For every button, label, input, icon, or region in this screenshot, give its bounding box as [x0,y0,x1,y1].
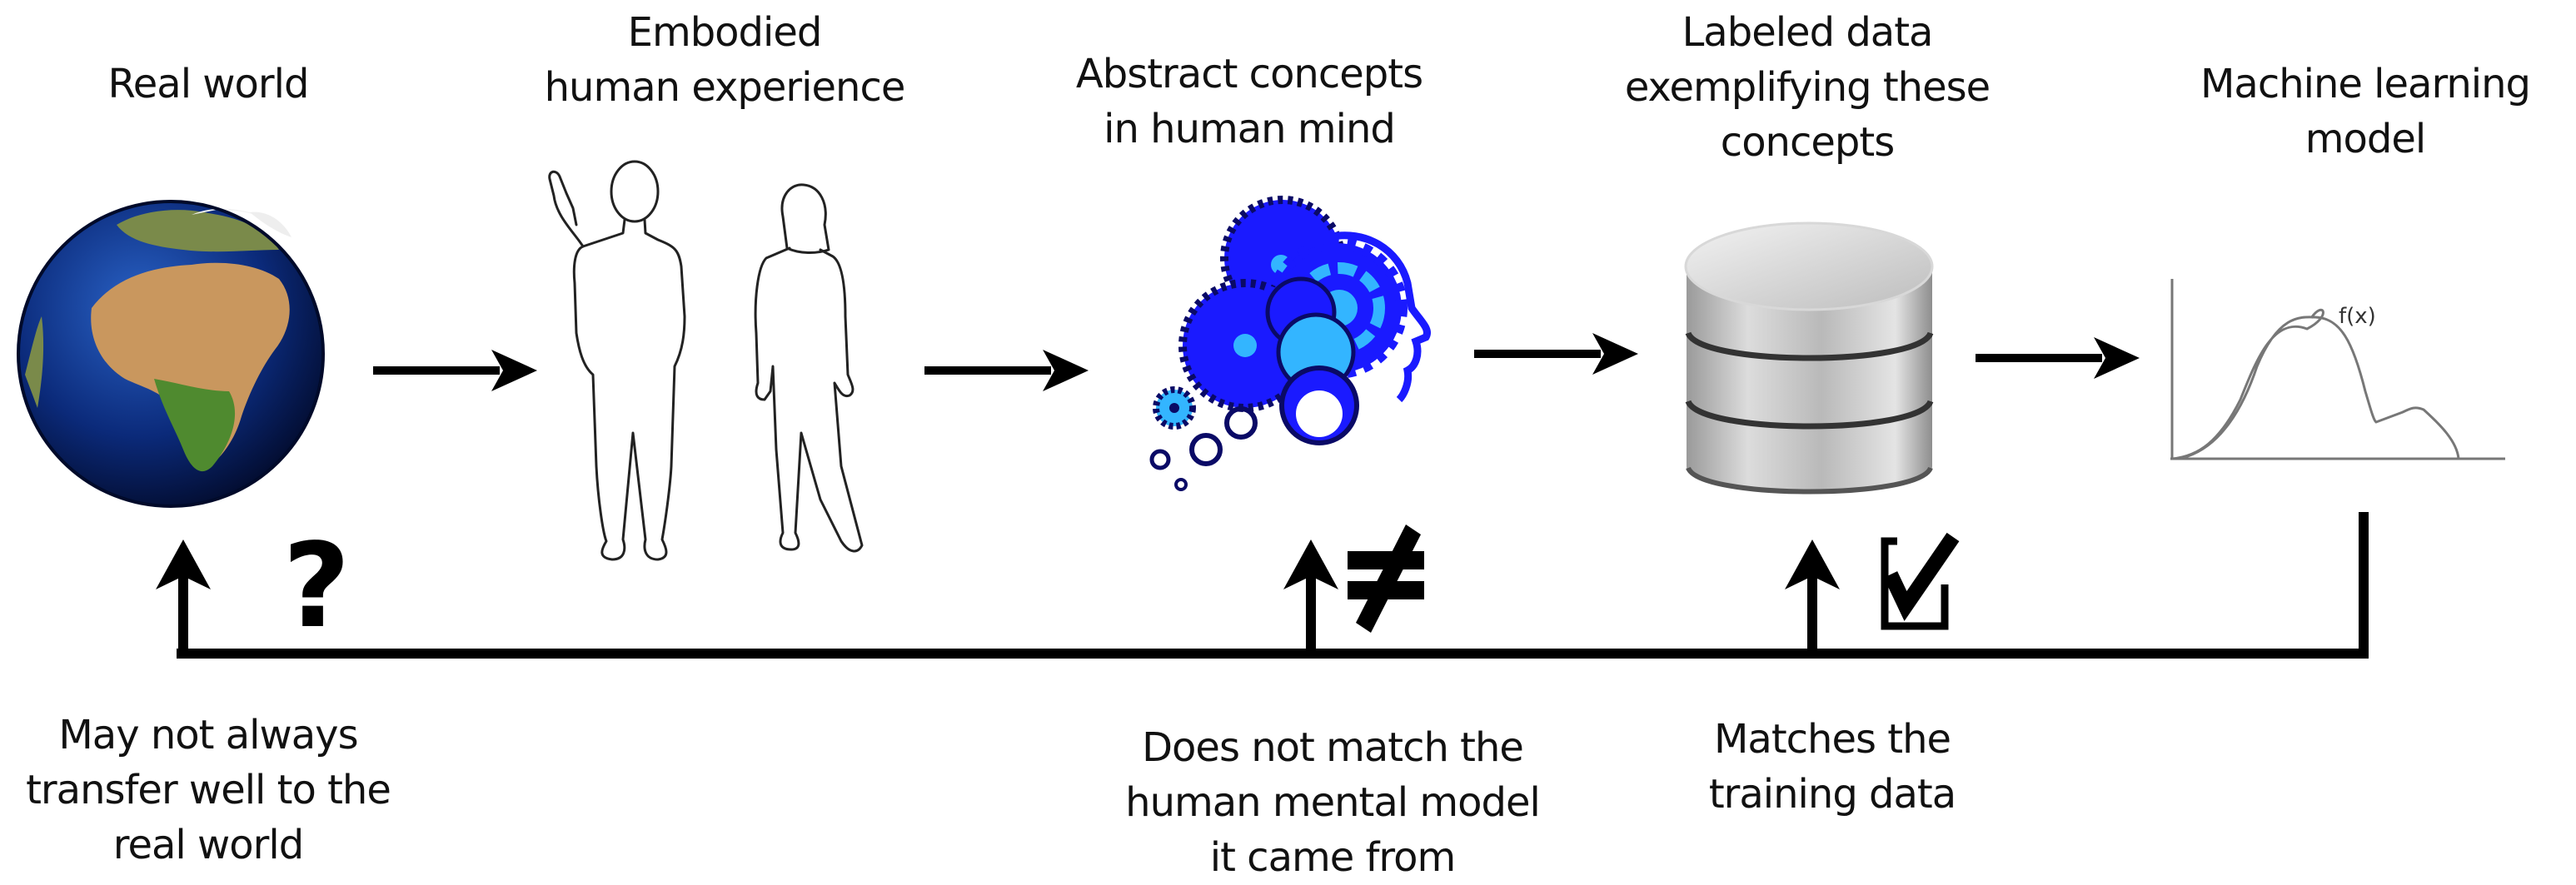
database-icon [1684,221,1934,495]
arrow-right-icon [924,350,1089,391]
function-plot-icon [2170,279,2505,460]
plot-curve [2171,308,2460,460]
caption-labeled-data: Matches the training data [1708,716,1956,818]
stage-title-abstract-concepts: Abstract concepts in human mind [1075,51,1423,152]
arrow-right-icon [1976,337,2140,379]
forward-arrows [373,333,2140,391]
arrow-right-icon [373,350,537,391]
human-figures-icon [548,160,864,561]
feedback-loop [156,512,2369,659]
gears-head-icon [1149,196,1431,491]
globe-icon [17,200,325,508]
caption-real-world: May not always transfer well to the real… [26,712,391,868]
stage-title-embodied-experience: Embodied human experience [544,9,906,111]
arrow-right-icon [1474,333,1638,375]
stage-title-ml-model: Machine learning model [2200,61,2531,162]
stage-title-real-world: Real world [107,61,310,107]
arrow-up-icon [1785,539,1840,659]
stage-title-labeled-data: Labeled data exemplifying these concepts [1624,9,1991,166]
not-equal-icon [1348,525,1424,633]
function-label: f(x) [2339,304,2376,329]
arrow-up-icon [156,539,211,659]
question-mark-icon: ? [282,519,350,654]
caption-abstract-concepts: Does not match the human mental model it… [1125,724,1541,881]
arrow-up-icon [1283,539,1338,659]
checkbox-check-icon [1881,532,1960,630]
